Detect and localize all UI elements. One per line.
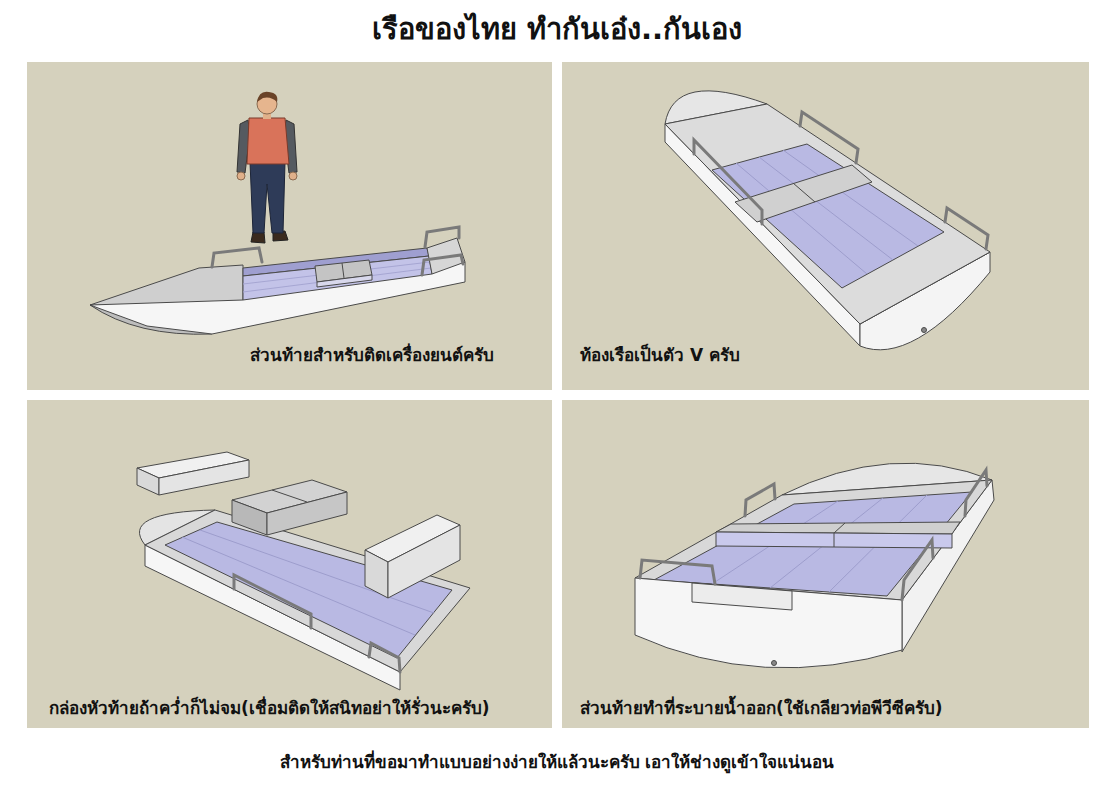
boat-rail-part bbox=[640, 560, 715, 584]
boat-hull-part bbox=[90, 265, 243, 305]
boat-illustration bbox=[27, 62, 552, 390]
panel: ท้องเรือเป็นตัว V ครับ bbox=[562, 62, 1089, 390]
boat-rail-part bbox=[945, 208, 988, 249]
float-box-part bbox=[267, 492, 347, 535]
boat-illustration bbox=[27, 400, 552, 728]
person-figure-part bbox=[250, 162, 285, 233]
float-box-part bbox=[232, 500, 267, 535]
boat-hull bbox=[635, 463, 994, 668]
panel: กล่องหัวท้ายถ้าคว่ำก็ไม่จม(เชื่อมติดให้ส… bbox=[27, 400, 552, 728]
panel: ส่วนท้ายสำหรับติดเครื่องยนต์ครับ bbox=[27, 62, 552, 390]
boat-hull-part bbox=[692, 583, 792, 610]
caption-wrap: สำหรับท่านที่ขอมาทำแบบอย่างง่ายให้แล้วนะ… bbox=[0, 752, 1114, 773]
boat-hull bbox=[90, 238, 465, 334]
boat-illustration bbox=[562, 400, 1087, 728]
boat-rail-part bbox=[425, 227, 459, 247]
caption: สำหรับท่านที่ขอมาทำแบบอย่างง่ายให้แล้วนะ… bbox=[0, 752, 1114, 773]
float-box bbox=[137, 452, 460, 598]
boat-hull-part bbox=[772, 661, 777, 666]
boat-rail-part bbox=[694, 140, 762, 224]
person-figure-part bbox=[237, 172, 245, 180]
title: เรือของไทย ทำกันเอ๋ง..กันเอง bbox=[0, 12, 1114, 47]
boat-hull-part bbox=[635, 578, 902, 668]
boat-rail bbox=[212, 227, 463, 275]
float-box-part bbox=[388, 525, 460, 598]
person-figure-part bbox=[257, 92, 277, 102]
boat-hull-part bbox=[342, 263, 344, 278]
boat-hull-part bbox=[735, 165, 872, 222]
panel-caption: ส่วนท้ายทำที่ระบายน้ำออก(ใช้เกลียวท่อพีว… bbox=[580, 698, 1079, 719]
panel-caption: กล่องหัวท้ายถ้าคว่ำก็ไม่จม(เชื่อมติดให้ส… bbox=[49, 698, 542, 719]
boat-hull bbox=[665, 91, 990, 350]
panel-caption: ท้องเรือเป็นตัว V ครับ bbox=[580, 345, 1079, 366]
boat-illustration bbox=[562, 62, 1087, 390]
float-box-part bbox=[159, 460, 249, 495]
boat-hull-part bbox=[654, 492, 972, 596]
boat-rail-part bbox=[422, 255, 463, 275]
person-figure-part bbox=[251, 232, 265, 243]
boat-hull-part bbox=[922, 328, 927, 333]
boat-rail bbox=[640, 470, 987, 600]
person-figure-part bbox=[247, 118, 289, 164]
boat-rail-part bbox=[212, 248, 262, 267]
float-box-part bbox=[365, 550, 388, 598]
boat-hull-part bbox=[665, 104, 990, 324]
boat-rail-part bbox=[745, 484, 775, 516]
float-box-part bbox=[272, 490, 307, 502]
boat-rail-part bbox=[965, 470, 987, 516]
boat-rail-part bbox=[234, 575, 311, 628]
boat-hull-part bbox=[243, 256, 432, 300]
boat-hull bbox=[139, 510, 470, 690]
person-figure bbox=[237, 92, 297, 243]
boat-rail-part bbox=[800, 112, 858, 163]
boat-hull-part bbox=[716, 532, 952, 548]
boat-hull-part bbox=[712, 144, 944, 288]
boat-hull-part bbox=[317, 275, 372, 287]
boat-rail-part bbox=[369, 643, 400, 672]
panel: ส่วนท้ายทำที่ระบายน้ำออก(ใช้เกลียวท่อพีว… bbox=[562, 400, 1089, 728]
float-box-part bbox=[137, 468, 159, 495]
panel-caption: ส่วนท้ายสำหรับติดเครื่องยนต์ครับ bbox=[250, 345, 542, 366]
boat-hull-part bbox=[834, 523, 845, 533]
title-wrap: เรือของไทย ทำกันเอ๋ง..กันเอง bbox=[0, 12, 1114, 47]
boat-hull-part bbox=[145, 510, 470, 672]
person-figure-part bbox=[289, 172, 297, 180]
boat-rail bbox=[694, 112, 988, 249]
boat-rail-part bbox=[902, 540, 933, 600]
boat-hull-part bbox=[793, 183, 815, 202]
boat-hull-part bbox=[834, 533, 835, 547]
